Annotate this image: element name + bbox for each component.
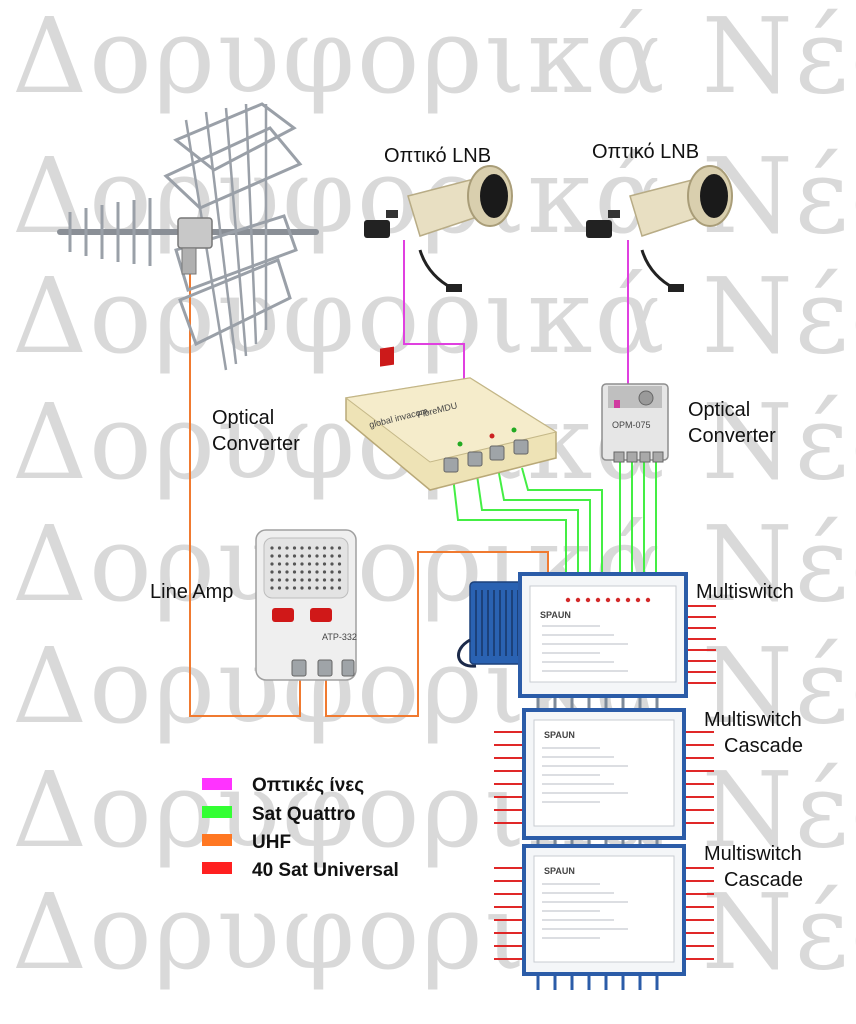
fiber-cable-lnb-left — [403, 240, 465, 382]
amp-model: ATP-332 — [322, 632, 357, 642]
line-amplifier: ATP-332 — [255, 529, 357, 681]
cascade-2-label-line1: Multiswitch — [704, 843, 802, 865]
multiswitch-brand: SPAUN — [540, 610, 571, 620]
watermark-text: Δορυφορικά Νέα — [12, 871, 856, 993]
line-amp-label: Line Amp — [150, 581, 233, 603]
optical-converter-right-label-line1: Optical — [688, 399, 750, 421]
optical-converter-right-label-line2: Converter — [688, 425, 776, 447]
quattro-cable — [497, 467, 591, 574]
optical-lnb-left — [364, 165, 513, 292]
uhf-cable-antenna-to-amp — [189, 270, 301, 717]
opm-model: OPM-075 — [612, 420, 651, 430]
legend-swatch-universal — [202, 862, 232, 874]
multiswitch-label: Multiswitch — [696, 581, 794, 603]
universal-outputs — [494, 605, 716, 990]
multiswitch-main: SPAUN — [518, 572, 688, 698]
watermark-text: Δορυφορικά Νέα — [12, 0, 856, 117]
legend-label-universal: 40 Sat Universal — [252, 860, 399, 881]
quattro-cable — [475, 467, 579, 574]
legend-label-fiber: Οπτικές ίνες — [252, 775, 364, 796]
legend-swatch-uhf — [202, 834, 232, 846]
legend-label-uhf: UHF — [252, 832, 291, 853]
fibremdu-converter: global invacom FibreMDU — [344, 346, 558, 491]
optical-converter-left-label-line1: Optical — [212, 407, 274, 429]
multiswitch-stack: SPAUN SPAUN SPAUN — [457, 572, 688, 976]
quattro-cable — [521, 467, 603, 574]
lnb-right-label: Οπτικό LNB — [592, 141, 699, 163]
watermark-text: Δορυφορικά Νέα — [12, 625, 856, 747]
legend: Οπτικές ίνες Sat Quattro UHF 40 Sat Univ… — [202, 775, 399, 881]
legend-label-quattro: Sat Quattro — [252, 804, 355, 825]
legend-swatch-fiber — [202, 778, 232, 790]
multiswitch-cascade-2: SPAUN — [522, 844, 686, 976]
opm-075-converter: OPM-075 — [601, 383, 669, 463]
multiswitch-cascade-1: SPAUN — [522, 708, 686, 840]
cascade-1-label-line1: Multiswitch — [704, 709, 802, 731]
optical-converter-left-label-line2: Converter — [212, 433, 300, 455]
quattro-cable — [451, 467, 567, 574]
uhf-cable-amp-to-multiswitch — [325, 551, 549, 717]
cascade-2-label-line2: Cascade — [724, 869, 803, 891]
watermark-text: Δορυφορικά Νέα — [12, 749, 856, 871]
uhf-antenna — [57, 102, 319, 371]
watermark-text: Δορυφορικά Νέα — [12, 503, 856, 625]
lnb-left-label: Οπτικό LNB — [384, 145, 491, 167]
legend-swatch-quattro — [202, 806, 232, 818]
cascade-1-brand: SPAUN — [544, 730, 575, 740]
cascade-1-label-line2: Cascade — [724, 735, 803, 757]
cascade-2-brand: SPAUN — [544, 866, 575, 876]
optical-lnb-right — [586, 165, 733, 292]
